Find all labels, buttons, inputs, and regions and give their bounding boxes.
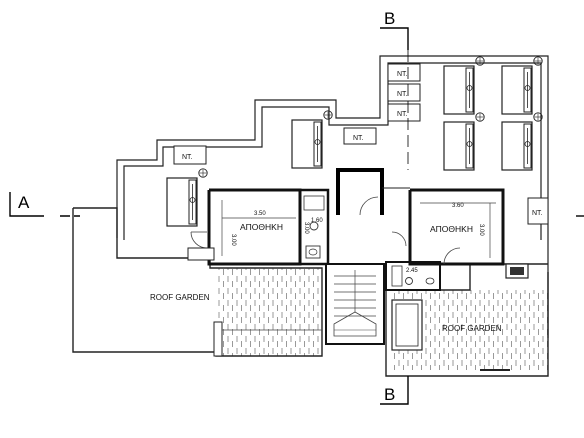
- wc-right: [385, 261, 441, 291]
- nt-tag-6: NT.: [532, 210, 543, 217]
- dim-storage-left-width: 3.50: [254, 211, 266, 217]
- section-mark-b-bottom: B: [384, 385, 395, 404]
- nt-tag-3: NT.: [397, 111, 408, 118]
- roof-garden-left-label: ROOF GARDEN: [150, 293, 210, 302]
- stair-core: [325, 168, 410, 345]
- storage-right-label: ΑΠΟΘΗΚΗ: [430, 224, 473, 234]
- section-mark-a: A: [18, 193, 30, 212]
- dim-storage-right-width: 3.60: [452, 203, 464, 209]
- roof-garden-left-area: [72, 207, 323, 357]
- roof-garden-right-label: ROOF GARDEN: [442, 324, 502, 333]
- section-line-b: [380, 27, 409, 405]
- wc-left: [298, 188, 330, 266]
- nt-tag-4: NT.: [353, 135, 364, 142]
- section-mark-b-top: B: [384, 9, 395, 28]
- storage-left-label: ΑΠΟΘΗΚΗ: [240, 222, 283, 232]
- nt-boxes: [173, 63, 549, 225]
- nt-tag-5: NT.: [182, 154, 193, 161]
- dim-wc-right-width: 2.45: [406, 268, 418, 274]
- storage-right-room: [391, 188, 529, 279]
- dim-wc-left-width: 1.60: [311, 218, 323, 224]
- roof-garden-right-area: [385, 263, 549, 377]
- nt-tag-2: NT.: [397, 91, 408, 98]
- section-line-a: [9, 192, 584, 217]
- dim-storage-left-height: 3.00: [230, 234, 236, 246]
- dim-storage-right-height: 3.00: [478, 224, 484, 236]
- dim-wc-left-height: 3.00: [303, 222, 309, 234]
- nt-tag-1: NT.: [397, 71, 408, 78]
